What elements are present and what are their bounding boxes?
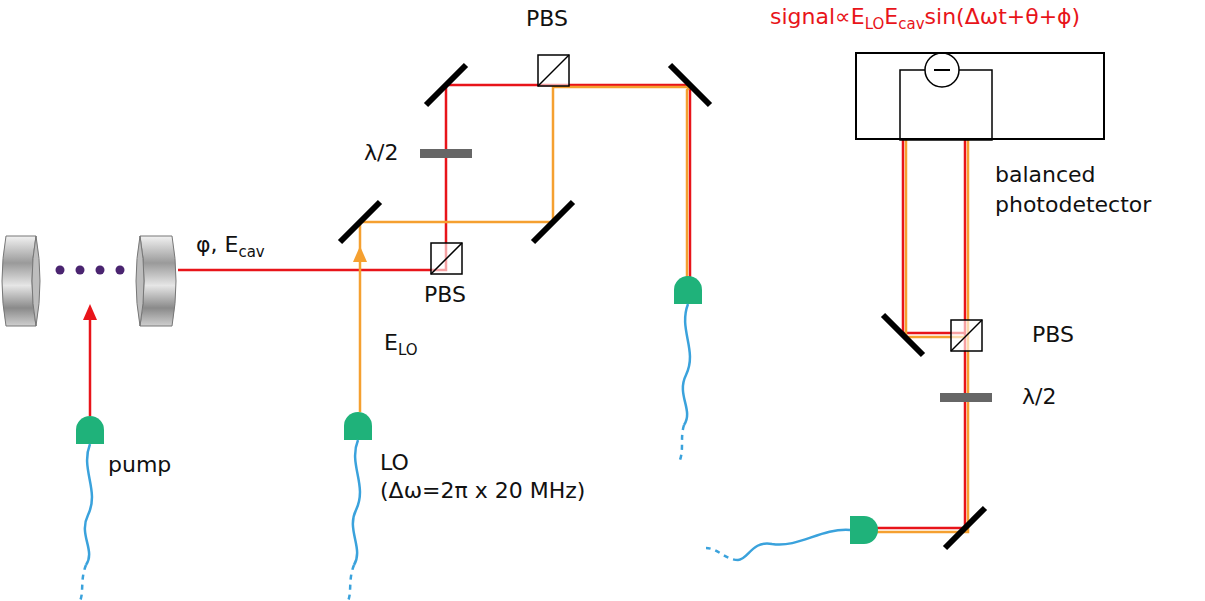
label-text: sin(Δωt+θ+ϕ)	[925, 4, 1081, 29]
mirror	[340, 65, 985, 548]
fiber-coupler	[76, 276, 878, 544]
component-label: PBS	[1032, 322, 1074, 348]
pump-beam	[83, 304, 97, 416]
component-label: λ/2	[364, 140, 398, 166]
node-heading: balanced photodetector	[995, 160, 1170, 220]
label-text: λ/2	[364, 140, 398, 165]
frequency-label: (Δω=2π x 20 MHz)	[380, 478, 585, 504]
subscript: LO	[398, 341, 418, 359]
subscript: LO	[865, 15, 885, 33]
waveplate	[420, 149, 992, 402]
source-label: pump	[108, 452, 171, 478]
cavity-mirror	[2, 236, 40, 326]
signal-formula: signal∝ELOEcavsin(Δωt+θ+ϕ)	[770, 4, 1080, 37]
field-label: φ, Ecav	[196, 232, 265, 265]
label-text: E	[884, 4, 898, 29]
label-text: signal∝E	[770, 4, 865, 29]
cavity-mirror	[136, 236, 176, 326]
component-label: PBS	[424, 282, 466, 308]
source-label: LO	[380, 450, 409, 476]
label-text: E	[384, 330, 398, 355]
detector-circuit	[900, 53, 992, 140]
component-label: λ/2	[1022, 384, 1056, 410]
component-label: PBS	[526, 6, 568, 32]
label-text: PBS	[526, 6, 568, 31]
label-text: PBS	[424, 282, 466, 307]
subscript: cav	[238, 243, 264, 261]
combined-beam	[687, 85, 690, 280]
label-text: PBS	[1032, 322, 1074, 347]
detector-box: balanced photodetector	[855, 52, 1105, 140]
label-text: LO	[380, 450, 409, 475]
atoms	[56, 266, 125, 275]
label-text: (Δω=2π x 20 MHz)	[380, 478, 585, 503]
lo-beam	[360, 87, 690, 412]
fiber	[80, 304, 850, 601]
label-text: φ, E	[196, 232, 238, 257]
label-text: λ/2	[1022, 384, 1056, 409]
subscript: cav	[898, 15, 924, 33]
field-label: ELO	[384, 330, 418, 363]
lo-arrowhead	[353, 246, 367, 262]
label-text: pump	[108, 452, 171, 477]
